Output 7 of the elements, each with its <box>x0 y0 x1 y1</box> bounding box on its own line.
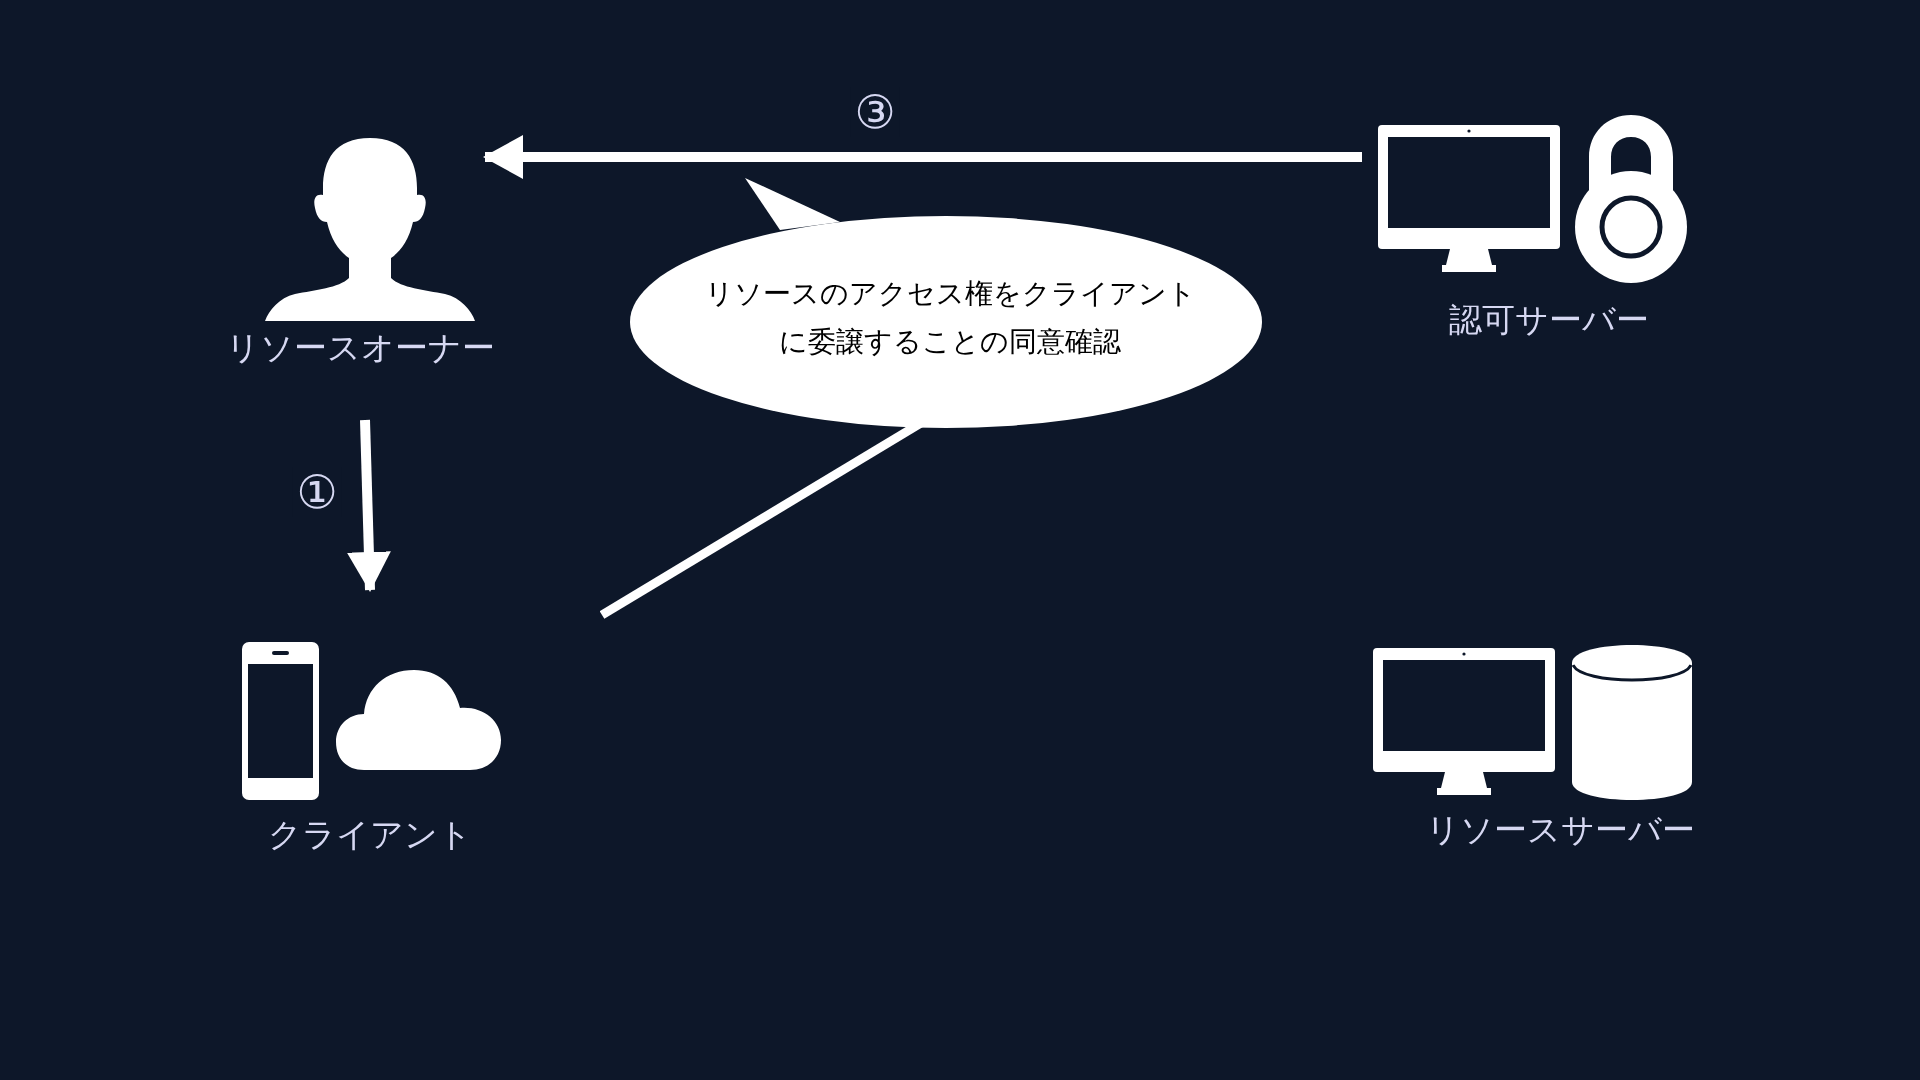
node-label: クライアント <box>268 815 472 855</box>
bubble-text: リソースのアクセス権をクライアントに委譲することの同意確認 <box>703 276 1197 360</box>
arrow <box>483 135 1362 179</box>
node-label: リソースオーナー <box>225 328 495 368</box>
node-label: 認可サーバー <box>1449 300 1649 340</box>
arrow <box>346 419 391 592</box>
node-label: リソースサーバー <box>1425 810 1695 850</box>
